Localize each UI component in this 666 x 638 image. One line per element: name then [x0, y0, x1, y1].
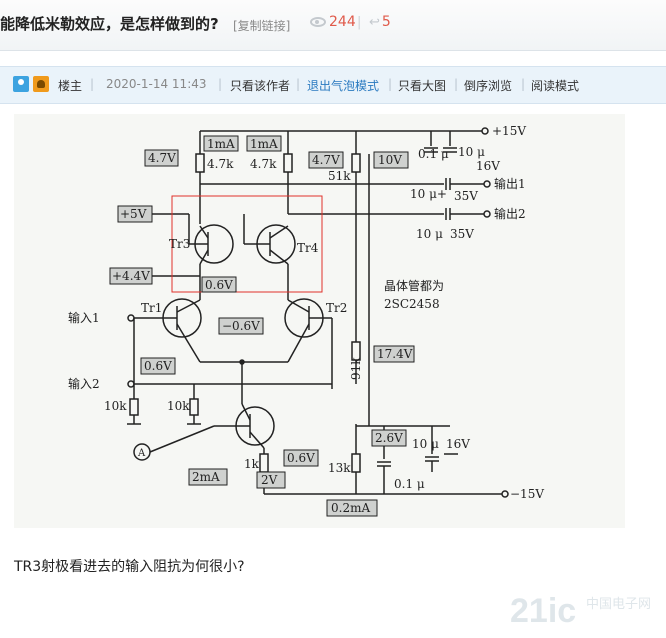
- label-out1: 输出1: [494, 176, 526, 191]
- label-supply-neg: −15V: [510, 487, 544, 501]
- label-i02: 0.2mA: [331, 501, 370, 515]
- label-in1: 输入1: [68, 310, 100, 325]
- copy-link-button[interactable]: [复制链接]: [233, 19, 291, 33]
- label-r13k: 13k: [328, 461, 351, 475]
- label-v174: 17.4V: [377, 347, 413, 361]
- label-v47b: 4.7V: [312, 153, 340, 167]
- author-badge-icon[interactable]: [33, 76, 49, 92]
- label-vm06: −0.6V: [222, 319, 260, 333]
- label-v2: 2V: [261, 473, 278, 487]
- label-r47b: 4.7k: [250, 157, 277, 171]
- only-author-link[interactable]: 只看该作者: [230, 79, 291, 93]
- label-v10: 10V: [378, 153, 402, 167]
- toolbar-separator: |: [388, 77, 393, 91]
- label-r47a: 4.7k: [207, 157, 234, 171]
- circuit-diagram-image[interactable]: +15V 4.7V 1mA 1mA 4.7k 4.7k 4.7V 51k 10V…: [14, 114, 625, 528]
- site-watermark: 21ic 中国电子网: [510, 590, 660, 630]
- reply-count-value: 5: [381, 14, 391, 30]
- label-v06c: 0.6V: [287, 451, 315, 465]
- user-icon[interactable]: [13, 76, 29, 92]
- label-a: A: [137, 448, 146, 459]
- eye-icon: [310, 17, 326, 27]
- label-tr2: Tr2: [326, 301, 347, 315]
- label-r10kb: 10k: [167, 399, 190, 413]
- reading-mode-link[interactable]: 阅读模式: [531, 79, 580, 93]
- label-v44: +4.4V: [112, 269, 150, 283]
- label-v35b: 35V: [450, 227, 474, 241]
- label-i2ma: 2mA: [192, 470, 220, 484]
- label-v5: +5V: [120, 207, 147, 221]
- reverse-order-link[interactable]: 倒序浏览: [464, 79, 513, 93]
- label-r1k: 1k: [244, 457, 260, 471]
- label-tr4: Tr4: [297, 241, 319, 255]
- label-supply-pos: +15V: [492, 124, 526, 138]
- reply-icon: ↩: [369, 15, 380, 30]
- label-c10b: 10 μ+: [410, 187, 447, 201]
- view-count: 244: [310, 14, 356, 30]
- label-v26: 2.6V: [375, 431, 403, 445]
- label-c01a: 0.1 μ: [418, 147, 449, 161]
- label-note1: 晶体管都为: [384, 278, 444, 293]
- label-v47a: 4.7V: [148, 151, 176, 165]
- label-v16b: 16V: [446, 437, 470, 451]
- toolbar-separator: |: [90, 77, 95, 91]
- label-i1a: 1mA: [207, 137, 235, 151]
- label-i1b: 1mA: [250, 137, 278, 151]
- thread-title: 能降低米勒效应，是怎样做到的?: [0, 15, 219, 33]
- toolbar-separator: |: [218, 77, 223, 91]
- label-c10c: 10 μ: [416, 227, 443, 241]
- label-r91: 91k: [349, 357, 363, 380]
- label-v06a: 0.6V: [205, 278, 233, 292]
- label-v16a: 16V: [476, 159, 500, 173]
- label-c10a: 10 μ: [458, 145, 485, 159]
- label-r10ka: 10k: [104, 399, 127, 413]
- post-toolbar: [0, 66, 666, 104]
- label-c10d: 10 μ: [412, 437, 439, 451]
- header-separator: |: [357, 15, 362, 30]
- exit-bubble-mode-link[interactable]: 退出气泡模式: [307, 79, 380, 93]
- post-question-text: TR3射极看进去的输入阻抗为何很小?: [14, 559, 245, 575]
- only-large-images-link[interactable]: 只看大图: [398, 79, 447, 93]
- thread-header: 能降低米勒效应，是怎样做到的? [复制链接] 244 | ↩5: [0, 0, 666, 51]
- watermark-sub-text: 中国电子网: [586, 597, 651, 612]
- label-c01b: 0.1 μ: [394, 477, 425, 491]
- floor-label: 楼主: [58, 79, 83, 93]
- view-count-value: 244: [329, 14, 356, 30]
- reply-count: ↩5: [369, 14, 391, 30]
- label-out2: 输出2: [494, 206, 526, 221]
- label-v06b: 0.6V: [144, 359, 172, 373]
- toolbar-separator: |: [454, 77, 459, 91]
- toolbar-separator: |: [296, 77, 301, 91]
- post-date: 2020-1-14 11:43: [106, 77, 207, 91]
- label-tr3: Tr3: [169, 237, 190, 251]
- toolbar-separator: |: [521, 77, 526, 91]
- watermark-logo-text: 21ic: [510, 592, 576, 630]
- label-r51: 51k: [328, 169, 351, 183]
- label-in2: 输入2: [68, 376, 100, 391]
- label-tr1: Tr1: [141, 301, 162, 315]
- label-note2: 2SC2458: [384, 297, 440, 311]
- label-v35a: 35V: [454, 189, 478, 203]
